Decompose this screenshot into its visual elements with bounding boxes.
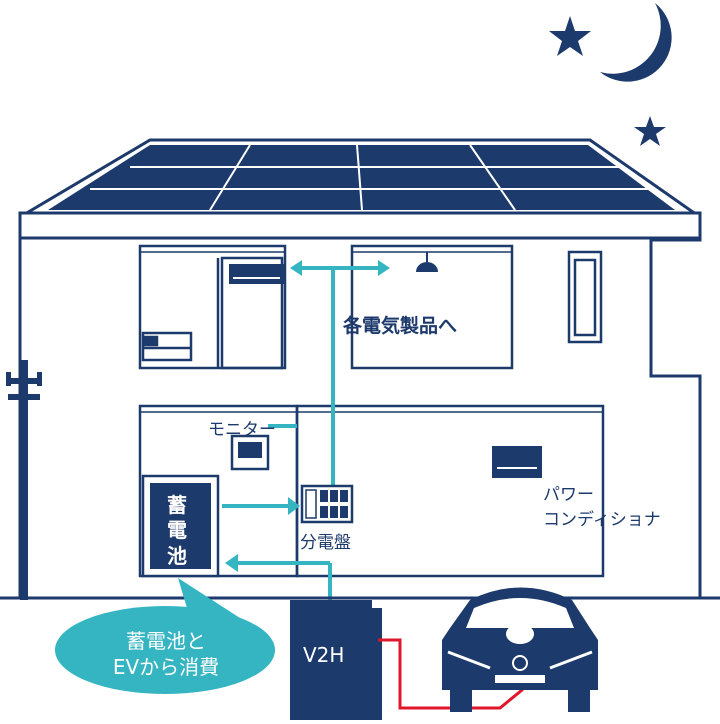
v2h-unit-icon: [290, 600, 382, 720]
distribution-panel-icon: [300, 484, 354, 524]
air-conditioner-icon: [229, 264, 284, 284]
monitor-icon: [230, 434, 270, 471]
speech-bubble: [55, 578, 275, 694]
monitor-label: モニター: [208, 420, 276, 440]
utility-pole-icon: [6, 360, 42, 600]
star-icon: [634, 116, 666, 146]
ev-car-icon: [442, 587, 598, 712]
power-conditioner-label-line1: パワー: [543, 485, 594, 505]
lower-floor-right: [295, 404, 605, 578]
battery-label-char: 池: [167, 544, 187, 568]
bed-icon: [141, 331, 193, 362]
moon-icon: [600, 3, 672, 82]
bubble-text-line1: 蓄電池と: [126, 629, 206, 653]
window: [567, 250, 603, 344]
bubble-text-line2: EVから消費: [112, 655, 220, 679]
power-conditioner-label-line2: コンディショナ: [543, 510, 661, 530]
battery-icon: [141, 474, 220, 578]
bedroom: [138, 244, 287, 370]
solar-panel-icon: [48, 144, 675, 211]
battery-label-char: 電: [167, 518, 187, 542]
appliances-label: 各電気製品へ: [343, 315, 458, 337]
battery-label-char: 蓄: [167, 493, 187, 517]
distribution-panel-label: 分電盤: [300, 533, 351, 553]
star-icon: [549, 16, 591, 56]
living-room-upper: [350, 244, 514, 370]
ceiling-light-icon: [416, 252, 438, 272]
power-conditioner-icon: [492, 446, 542, 478]
v2h-label: V2H: [303, 643, 345, 667]
